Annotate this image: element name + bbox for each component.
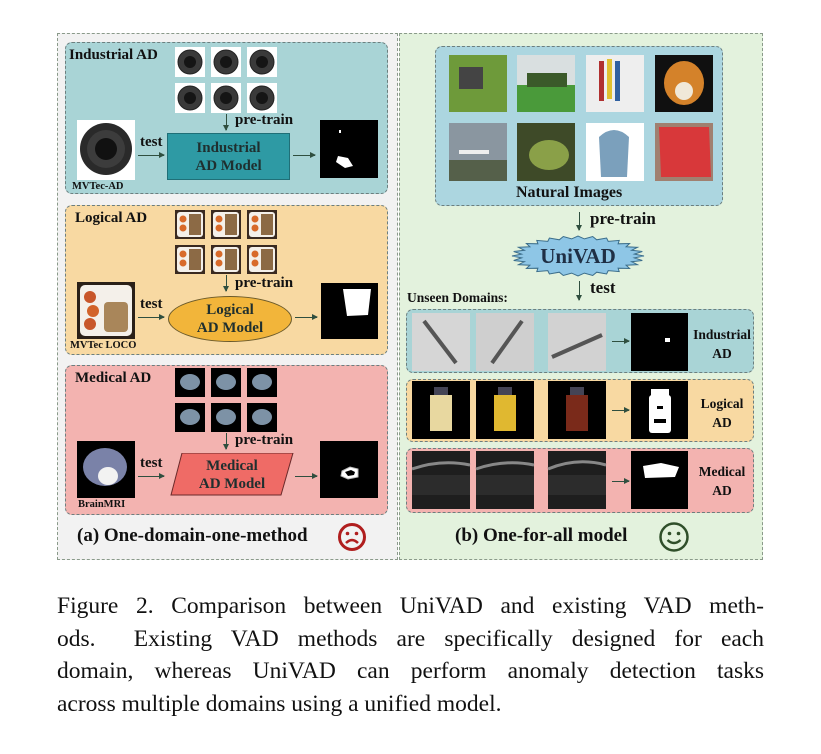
model-label-line1: Medical	[206, 457, 258, 474]
brain-mri-images	[175, 368, 277, 432]
model-label-line2: AD Model	[198, 475, 266, 492]
pretrain-arrow	[576, 212, 582, 231]
pretrain-label: pre-train	[235, 432, 294, 448]
section-title: Industrial AD	[69, 47, 158, 63]
smile-face-icon	[658, 521, 690, 558]
training-images-grid	[175, 368, 277, 432]
dataset-label: MVTec LOCO	[70, 340, 137, 351]
output-arrow	[293, 152, 316, 158]
output-arrow	[612, 407, 630, 413]
natural-images-label: Natural Images	[516, 184, 623, 201]
row-label-line2: AD	[712, 483, 732, 498]
pretrain-arrow	[223, 433, 229, 450]
pretrain-arrow	[223, 275, 229, 292]
oct-scan-images	[411, 451, 612, 514]
pretrain-label: pre-train	[235, 275, 294, 291]
anomaly-mask	[321, 283, 378, 339]
univad-label: UniVAD	[540, 243, 616, 268]
panel-a-caption: (a) One-domain-one-method	[77, 525, 308, 546]
dataset-label: MVTec-AD	[72, 181, 124, 192]
row-label-line1: Medical	[698, 464, 746, 479]
sad-face-icon	[337, 522, 367, 557]
test-image-breakfast-box	[77, 282, 135, 339]
test-label: test	[590, 278, 616, 297]
zebra-body	[459, 67, 483, 89]
training-images-grid	[175, 210, 277, 274]
pretrain-arrow	[223, 114, 229, 131]
test-label: test	[140, 134, 163, 150]
parallelogram-shape	[170, 453, 294, 496]
output-arrow	[612, 478, 630, 484]
bearing-images	[175, 47, 277, 113]
test-label: test	[140, 296, 163, 312]
test-label: test	[140, 455, 163, 471]
screw-images	[412, 313, 612, 376]
anomaly-mask	[631, 381, 688, 439]
univad-model: UniVAD	[511, 235, 645, 277]
output-arrow	[295, 314, 318, 320]
test-arrow	[576, 281, 582, 301]
natural-images	[449, 55, 713, 181]
test-arrow	[138, 473, 165, 479]
training-images-grid	[175, 47, 277, 113]
univad-burst-shape	[511, 235, 645, 277]
natural-images-grid	[449, 55, 713, 181]
row-label-line1: Industrial	[693, 327, 751, 342]
row-label-line2: AD	[712, 346, 732, 361]
test-image-brain-mri	[77, 441, 135, 498]
pretrain-label: pre-train	[235, 112, 294, 128]
caption-line: ods. Existing VAD methods are specifical…	[57, 625, 764, 652]
breakfast-box-images	[175, 210, 277, 274]
panel-b-caption: (b) One-for-all model	[455, 525, 628, 546]
anomaly-mask	[320, 120, 378, 178]
section-title: Logical AD	[75, 210, 148, 226]
figure-caption: Figure 2. Comparison between UniVAD and …	[57, 590, 764, 720]
test-arrow	[138, 152, 165, 158]
anomaly-mask	[631, 313, 688, 371]
bottle-images	[412, 381, 612, 444]
model-label-line2: AD Model	[195, 157, 262, 174]
dataset-label: BrainMRI	[78, 499, 126, 510]
row-label-line2: AD	[712, 415, 732, 430]
output-arrow	[612, 338, 630, 344]
logical-ad-model: Logical AD Model	[168, 296, 292, 342]
anomaly-mask	[320, 441, 378, 498]
output-arrow	[295, 473, 318, 479]
pretrain-label: pre-train	[590, 209, 656, 228]
caption-line: across multiple domains using a unified …	[57, 690, 502, 717]
test-image-bearing	[77, 120, 135, 180]
model-label-line2: AD Model	[196, 320, 264, 336]
caption-line: Figure 2. Comparison between UniVAD and …	[57, 593, 764, 619]
model-label-line1: Industrial	[196, 139, 261, 156]
test-arrow	[138, 314, 165, 320]
anomaly-mask	[631, 451, 688, 509]
model-label-line1: Logical	[206, 302, 254, 318]
caption-line: domain, whereas UniVAD can perform anoma…	[57, 658, 764, 684]
section-title: Medical AD	[75, 370, 152, 386]
unseen-domains-label: Unseen Domains:	[407, 290, 508, 305]
row-label-line1: Logical	[700, 396, 744, 411]
